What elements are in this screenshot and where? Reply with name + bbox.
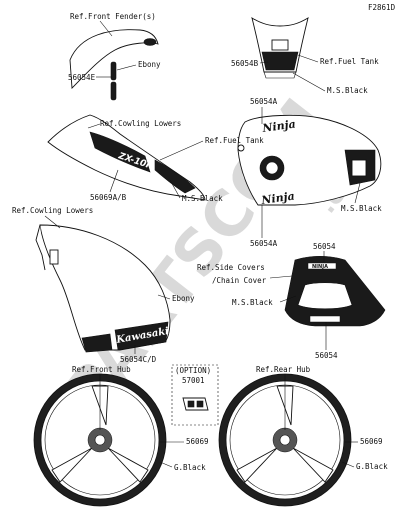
label-56054-top: 56054 <box>313 242 336 251</box>
option-box <box>171 364 219 426</box>
upper-cowling-drawing <box>47 114 206 201</box>
label-57001: 57001 <box>182 376 205 385</box>
lower-cowling-drawing <box>35 224 171 353</box>
label-56069-rear: 56069 <box>360 437 383 446</box>
label-56054cd: 56054C/D <box>120 355 157 364</box>
decal-ninja-top: Ninja <box>261 117 297 135</box>
label-ms-black-top: M.S.Black <box>327 86 368 95</box>
label-g-black-rear: G.Black <box>356 462 388 471</box>
label-ebony-fender: Ebony <box>138 60 161 69</box>
decal-ninja-side: NINJA <box>312 264 328 270</box>
label-56054b: 56054B <box>231 59 259 68</box>
label-cowling-lowers-ref-1: Ref.Cowling Lowers <box>100 119 181 128</box>
fuel-tank-drawing <box>237 114 382 206</box>
decal-ninja-bottom: Ninja <box>260 189 296 207</box>
label-cowling-lowers-ref-2: Ref.Cowling Lowers <box>12 206 93 215</box>
label-side-covers-ref-2: /Chain Cover <box>212 276 267 285</box>
label-ms-black-side: M.S.Black <box>232 298 273 307</box>
label-rear-hub-ref: Ref.Rear Hub <box>256 365 311 374</box>
label-56054-bottom: 56054 <box>315 351 338 360</box>
figure-id: F2861D <box>368 3 396 12</box>
label-fuel-tank-ref-mid: Ref.Fuel Tank <box>205 136 264 145</box>
label-56069ab: 56069A/B <box>90 193 127 202</box>
label-front-hub-ref: Ref.Front Hub <box>72 365 131 374</box>
label-56054a-top: 56054A <box>250 97 278 106</box>
label-fuel-tank-ref-top: Ref.Fuel Tank <box>320 57 379 66</box>
label-option: (OPTION) <box>175 366 211 375</box>
label-56069-front: 56069 <box>186 437 209 446</box>
label-side-covers-ref-1: Ref.Side Covers <box>197 263 265 272</box>
label-ms-black-tank: M.S.Black <box>341 204 382 213</box>
label-ms-black-cowl: M.S.Black <box>182 194 223 203</box>
label-front-fender-ref: Ref.Front Fender(s) <box>70 12 156 21</box>
label-56054e: 56054E <box>68 73 96 82</box>
rear-wheel-drawing <box>218 373 352 507</box>
side-cover-drawing <box>284 255 386 327</box>
label-56054a-bottom: 56054A <box>250 239 278 248</box>
label-g-black-front: G.Black <box>174 463 206 472</box>
front-wheel-drawing <box>33 373 167 507</box>
label-ebony-lower: Ebony <box>172 294 195 303</box>
front-fender-drawing <box>69 29 159 101</box>
fuel-tank-top-drawing <box>251 17 309 79</box>
